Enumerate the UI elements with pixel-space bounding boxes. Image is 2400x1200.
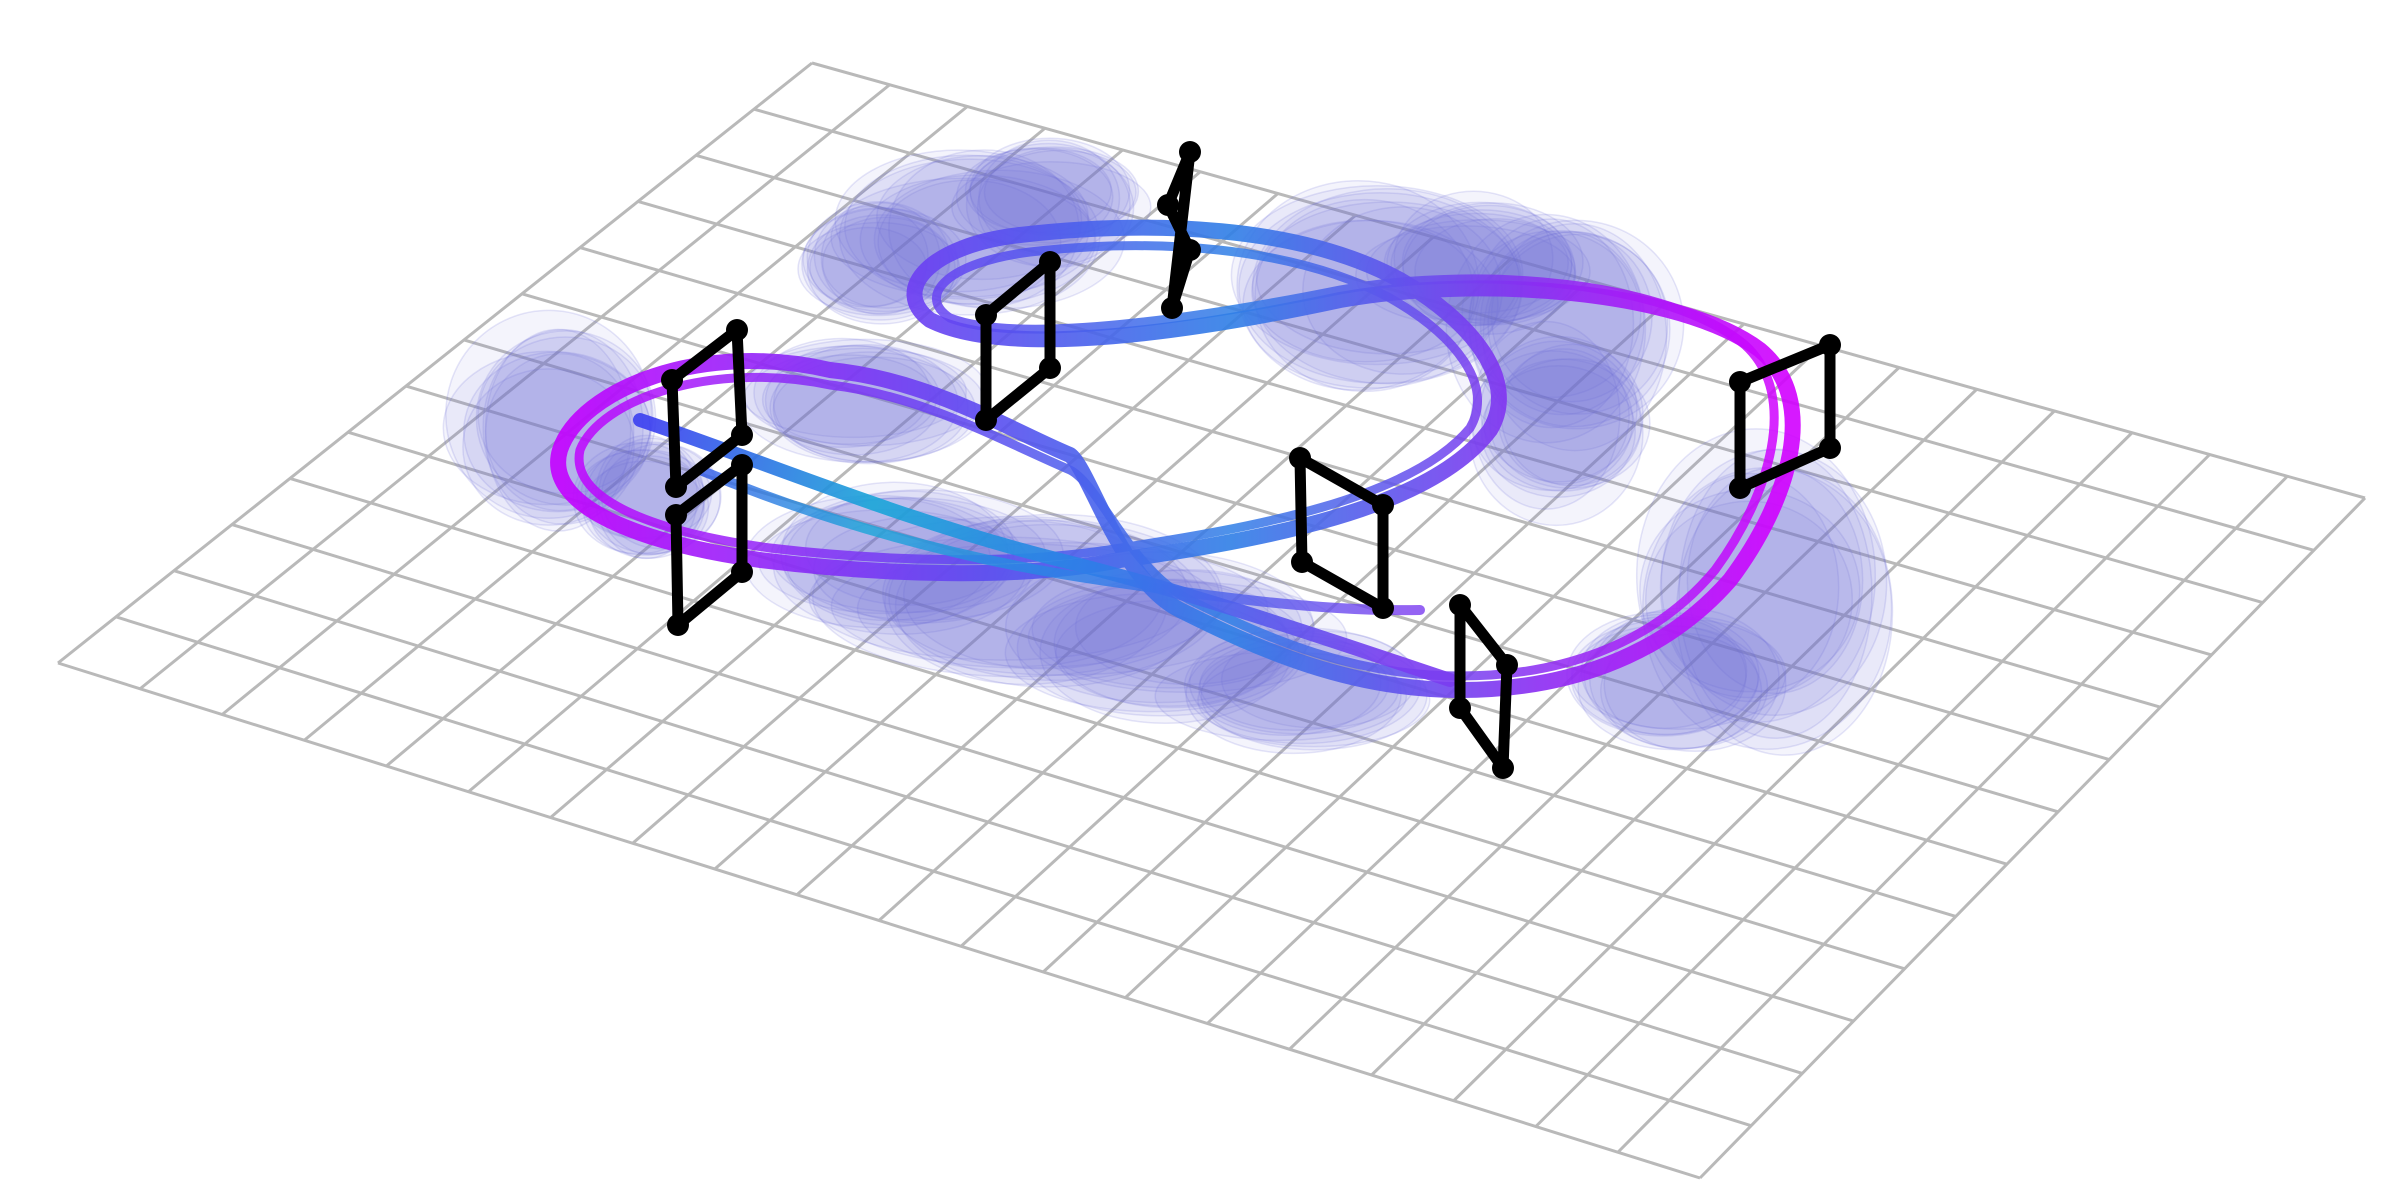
grid-line	[289, 476, 1906, 971]
camera-corner-dot	[1289, 447, 1311, 469]
camera-corner-dot	[667, 614, 689, 636]
trajectory-outer	[550, 219, 1801, 698]
grid-line	[753, 107, 2315, 552]
grid-line	[1534, 453, 2211, 1128]
grid-line	[1616, 475, 2289, 1154]
trajectory-inner	[574, 241, 1779, 681]
trajectory-crossing	[633, 413, 1457, 687]
cloud-ellipse	[969, 137, 1131, 244]
ground-grid	[57, 61, 2367, 1180]
grid-line	[139, 83, 891, 690]
camera-corner-dot	[665, 504, 687, 526]
grid-line	[637, 200, 2212, 657]
grid-line	[57, 61, 813, 665]
camera-corner-dot	[661, 369, 683, 391]
cloud-ellipse	[802, 207, 967, 313]
cloud-ellipse	[1414, 217, 1577, 326]
grid-line	[1288, 388, 1978, 1051]
grid-line	[1370, 409, 2056, 1077]
grid-line	[1452, 431, 2134, 1102]
camera-corner-dot	[1729, 371, 1751, 393]
camera-corner-dot	[731, 454, 753, 476]
grid-line	[549, 192, 1279, 819]
camera-corner-dot	[1819, 334, 1841, 356]
camera-corner-dot	[1039, 357, 1061, 379]
camera-corner-dot	[665, 476, 687, 498]
trajectory-group	[550, 219, 1801, 698]
camera-corner-dot	[726, 319, 748, 341]
cloud-ellipse	[955, 148, 1114, 246]
grid-line	[1698, 496, 2367, 1180]
cloud-ellipse	[1490, 230, 1653, 403]
cloud-ellipse	[1659, 472, 1840, 703]
cloud-ellipse	[1027, 581, 1348, 694]
grid-line	[579, 246, 2161, 709]
cloud-ellipse	[1483, 358, 1642, 492]
trajectory-crossing-2	[695, 465, 1425, 616]
camera-corner-dot	[731, 561, 753, 583]
grid-line	[960, 301, 1668, 948]
camera-corner-dot	[1449, 594, 1471, 616]
grid-line	[231, 523, 1854, 1023]
camera-corner-dot	[1179, 239, 1201, 261]
camera-corner-dot	[1496, 654, 1518, 676]
grid-line	[173, 569, 1803, 1075]
camera-corner-dot	[1449, 697, 1471, 719]
camera-corner-dot	[1819, 437, 1841, 459]
camera-corner-dot	[1157, 194, 1179, 216]
grid-line	[695, 153, 2264, 605]
grid-line	[1042, 322, 1745, 974]
grid-line	[347, 430, 1957, 918]
camera-corner-dot	[1492, 757, 1514, 779]
grid-line	[467, 170, 1202, 793]
camera-corner-dot	[1729, 477, 1751, 499]
cloud-ellipse	[1461, 230, 1642, 399]
cloud-ellipse	[813, 205, 929, 308]
camera-corner-dot	[975, 409, 997, 431]
camera-corner-dot	[1291, 551, 1313, 573]
camera-corner-dot	[731, 424, 753, 446]
cloud-ellipse	[445, 309, 653, 519]
cloud-ellipse	[1635, 428, 1877, 724]
camera-corner-dot	[1161, 297, 1183, 319]
grid-line	[115, 615, 1752, 1128]
grid-line	[57, 661, 1701, 1180]
grid-line	[811, 61, 2366, 500]
camera-markers	[661, 141, 1841, 779]
camera-corner-dot	[1372, 597, 1394, 619]
cloud-ellipse	[830, 177, 1096, 298]
camera-corner-dot	[1039, 251, 1061, 273]
camera-corner-dot	[1372, 494, 1394, 516]
camera-corner-dot	[1179, 141, 1201, 163]
cloud-ellipse	[484, 328, 632, 532]
cloud-ellipse	[1644, 500, 1854, 699]
grid-line	[463, 338, 2059, 814]
camera-corner-dot	[975, 304, 997, 326]
